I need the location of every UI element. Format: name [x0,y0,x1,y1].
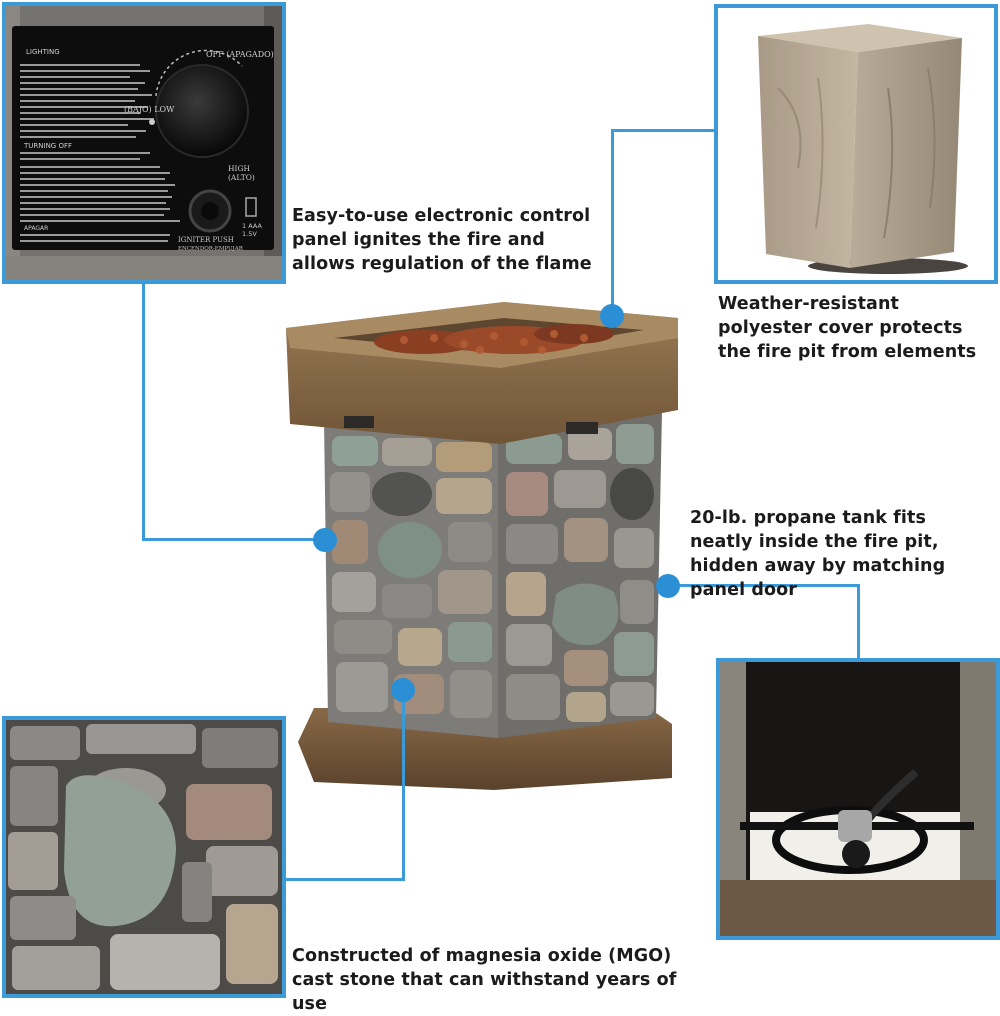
ignitor-label: IGNITER PUSH [178,236,234,244]
feature-control-panel-text: Easy-to-use electronic control panel ign… [292,206,592,274]
connector-tank-horizontal [668,584,860,587]
control-panel-photo [6,6,282,280]
feature-cover-text: Weather-resistant polyester cover protec… [718,294,977,362]
turning-off-heading: TURNING OFF [24,142,73,150]
ignitor-es-label: ENCENDOR-EMPUJAR [178,246,243,252]
knob-low-label: (BAJO) LOW [124,105,175,114]
cover-photo [758,24,968,274]
apagar-heading: APAGAR [24,225,49,232]
cover-inset [714,4,998,284]
tank-area-photo [720,662,996,936]
connector-cover-vertical [611,129,614,315]
hotspot-cover[interactable] [600,304,624,328]
lighting-heading: LIGHTING [26,48,60,56]
feature-material-text: Constructed of magnesia oxide (MGO) cast… [292,946,677,1014]
connector-control-horizontal [142,538,324,541]
connector-tank-vertical [857,584,860,660]
tank-area-inset [716,658,1000,940]
control-panel-inset: LIGHTING TURNING OFF APAGAR OFF (APAGADO… [2,2,286,284]
knob-high-label: HIGH (ALTO) [228,164,255,182]
connector-cover-horizontal [612,129,716,132]
stone-closeup-photo [6,720,282,994]
connector-control-vertical [142,284,145,540]
connector-stone-horizontal [284,878,405,881]
hotspot-control-panel[interactable] [313,528,337,552]
knob-off-label: OFF (APAGADO) [206,50,274,59]
control-knob[interactable] [155,64,249,158]
hotspot-material[interactable] [391,678,415,702]
fire-pit-photo [286,302,678,790]
feature-tank-text: 20-lb. propane tank fits neatly inside t… [690,508,946,600]
connector-stone-vertical [402,690,405,880]
stone-closeup-inset [2,716,286,998]
hotspot-tank[interactable] [656,574,680,598]
fire-pit-product [284,298,680,790]
battery-label: 1 AAA 1.5V [242,222,262,238]
